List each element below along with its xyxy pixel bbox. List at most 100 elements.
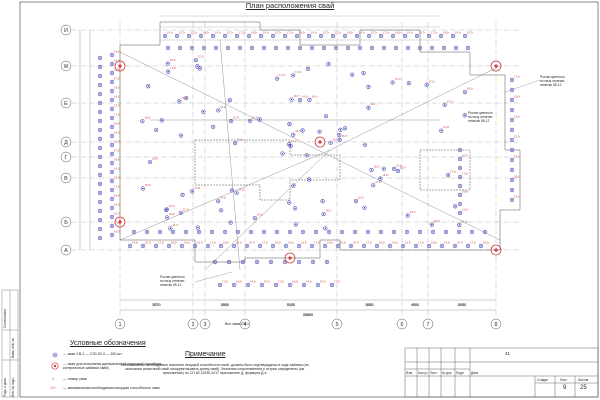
pile-marker [159, 118, 164, 123]
pile-marker [280, 151, 285, 156]
pile-marker [177, 45, 183, 51]
pile-load-label: 14,1т [114, 59, 121, 63]
pile-load-label: 14,1т [359, 31, 366, 35]
pile-load-label: 17,2т [262, 241, 269, 245]
pile-marker [97, 199, 103, 205]
axis-bubble-row: И [60, 24, 72, 36]
pile-load-label: 14,1т [114, 203, 121, 207]
pile-marker [417, 45, 423, 51]
pile-load-label: 15,7т [405, 241, 412, 245]
pile-load-label: 16,0т [114, 122, 121, 126]
pile-marker [227, 98, 232, 103]
pile-load-label: 14,1т [250, 280, 257, 284]
pile-load-label: 17,2т [450, 170, 457, 174]
pile-marker [257, 117, 262, 122]
axis-label: 4 [243, 322, 246, 328]
dimension-label: 4900 [411, 303, 419, 307]
pile-load-label: 17,2т [158, 241, 165, 245]
pile-marker [195, 225, 201, 230]
pile-load-label: 15,7т [320, 280, 327, 284]
pile-marker [406, 81, 411, 86]
pile-load-label: 17,2т [470, 241, 477, 245]
axis-bubble-row: Е [60, 97, 72, 109]
pile-marker [282, 33, 288, 39]
pile-marker [453, 45, 459, 51]
axis-label: 6 [400, 322, 403, 328]
pile-load-label: 16,0т [434, 219, 441, 223]
pile-marker [154, 128, 159, 133]
pile-marker [429, 222, 434, 227]
pile-marker [178, 133, 184, 138]
pile-marker [366, 33, 372, 39]
pile-load-label: 16,0т [239, 187, 246, 191]
pile-marker [97, 91, 103, 97]
pile-load-label: 15,7т [197, 241, 204, 245]
dimension-label: 3950 [366, 303, 374, 307]
pile-marker [97, 235, 103, 241]
pile-marker [469, 229, 475, 235]
pile-marker [232, 140, 238, 146]
pile-marker [147, 159, 153, 165]
pile-marker [97, 64, 103, 70]
pile-load-label: 15,7т [181, 96, 188, 100]
pile-marker [109, 214, 115, 220]
pile-marker [165, 45, 171, 51]
pile-marker [97, 55, 103, 61]
pile-marker [146, 84, 151, 89]
pile-marker [190, 189, 195, 194]
pile-marker [381, 45, 387, 51]
pile-marker [229, 119, 234, 124]
pile-marker [400, 243, 406, 249]
pile-marker [211, 124, 216, 129]
section-lines [119, 39, 501, 271]
pile-marker [361, 243, 367, 249]
pile-load-label: 14,1т [444, 241, 451, 245]
pile-load-label: 14,1т [167, 31, 174, 35]
pile-marker [289, 97, 294, 102]
pile-marker [509, 147, 515, 153]
pile-load-label: 15,7т [249, 241, 256, 245]
pile-marker [306, 33, 312, 39]
pile-load-label: 16,0т [251, 31, 258, 35]
notes-body: Минимальные необходимые значения несущей… [121, 363, 309, 376]
pile-marker [97, 181, 103, 187]
pile-marker [231, 243, 237, 249]
pile-load-label: 15,7т [462, 154, 469, 158]
pile-marker [109, 124, 115, 130]
pile-marker [426, 243, 432, 249]
callout-note: Ростки цветного по низу отметки отметки … [540, 75, 565, 87]
pile-marker [337, 132, 342, 138]
pile-load-label: 17,2т [514, 155, 521, 159]
legend-title: Условные обозначения [70, 340, 146, 347]
pile-marker [109, 133, 115, 139]
pile-marker [216, 199, 221, 204]
pile-load-label: 14,1т [392, 241, 399, 245]
pile-marker [323, 114, 329, 119]
pile-marker [307, 97, 312, 103]
pile-load-label: 16,0т [299, 31, 306, 35]
pile-marker [97, 136, 103, 142]
pile-marker [441, 45, 447, 51]
pile-load-label: 14,1т [184, 241, 191, 245]
pile-marker [342, 126, 348, 131]
pile-load-label: 16,0т [347, 31, 354, 35]
pile-load-label: 14,1т [396, 163, 403, 167]
axis-label: 8 [494, 322, 497, 328]
pile-marker [259, 282, 265, 288]
pile-load-label: 17,2т [395, 77, 402, 81]
pile-marker [509, 187, 515, 193]
pile-marker [313, 229, 319, 235]
pile-marker [509, 157, 515, 163]
pile-load-label: 17,2т [295, 70, 302, 74]
pile-marker [249, 45, 255, 51]
axis-bubble-col: 6 [396, 318, 408, 330]
pile-marker [274, 229, 280, 235]
stamp-sheet-number: 9 [563, 385, 567, 391]
pile-marker [452, 243, 458, 249]
pile-marker [424, 82, 429, 87]
pile-marker [307, 177, 312, 182]
pile-load-label: 17,2т [169, 204, 176, 208]
side-label-agreed: Согласовано [3, 308, 7, 328]
pile-marker [509, 167, 515, 173]
pile-marker [320, 199, 325, 204]
